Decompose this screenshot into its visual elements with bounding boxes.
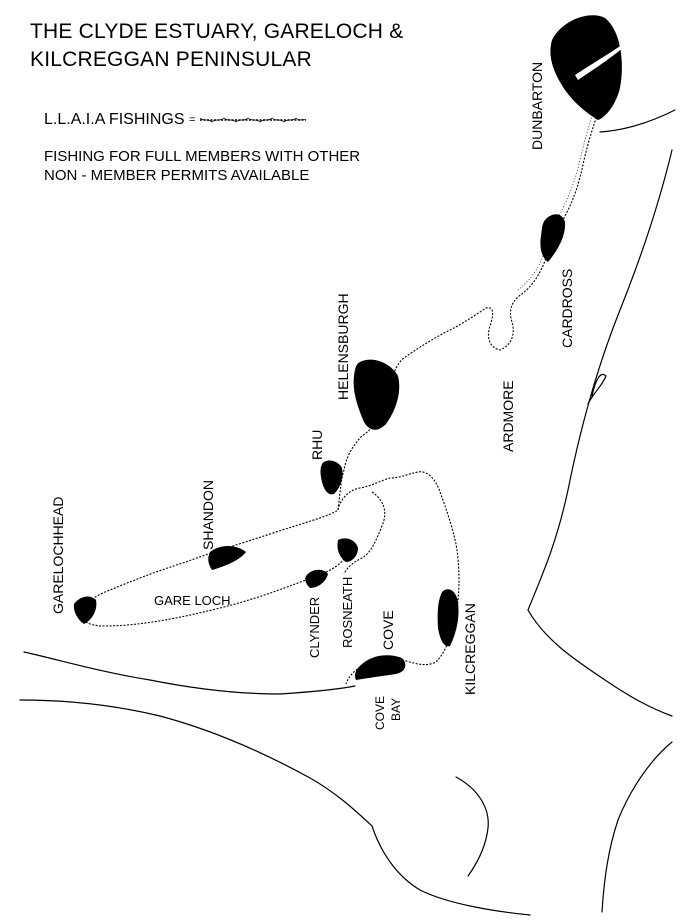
label-gare-loch: GARE LOCH [154,593,231,608]
label-clynder: CLYNDER [307,597,322,658]
note-line1: FISHING FOR FULL MEMBERS WITH OTHER [44,148,361,165]
label-cardross: CARDROSS [559,269,575,348]
river-leven [587,373,607,405]
label-cove-bay-1: COVE [373,696,387,730]
label-cove: COVE [380,610,396,650]
lower-south-coast [19,699,373,827]
shandon-area [208,546,246,570]
renfrew-coast [527,149,673,611]
rosneath-peninsula-fishing [337,471,460,685]
place-labels: DUNBARTON CARDROSS ARDMORE HELENSBURGH R… [50,62,575,730]
label-ardmore: ARDMORE [500,380,516,452]
rosneath-area [337,538,358,562]
dunbarton-area [550,15,622,121]
cardross-area [540,214,566,262]
label-rosneath: ROSNEATH [340,577,355,648]
helensburgh-area [353,359,400,430]
note-line2: NON - MEMBER PERMITS AVAILABLE [44,167,310,184]
map-title-line1: THE CLYDE ESTUARY, GARELOCH & [30,20,404,43]
cumbrae-coast [455,776,489,877]
label-cove-bay-2: BAY [389,698,403,721]
legend-hatch-icon [200,117,307,123]
coastlines [19,109,676,916]
label-garelochhead: GARELOCHHEAD [50,497,66,614]
fishing-areas [73,15,635,680]
label-rhu: RHU [309,430,325,460]
label-kilcreggan: KILCREGGAN [462,603,478,695]
south-shore-outer [23,651,356,695]
legend-label: L.L.A.I.A FISHINGS [44,111,185,128]
label-shandon: SHANDON [200,480,216,550]
legend-symbol: = [188,113,199,126]
legend: L.L.A.I.A FISHINGS = [44,111,308,129]
clynder-area [305,569,328,588]
map-title-line2: KILCREGGAN PENINSULAR [30,48,312,71]
rhu-area [320,460,343,495]
garelochhead-area [73,596,97,624]
bute-coast [371,825,531,916]
gourock-coast [527,609,673,717]
label-helensburgh: HELENSBURGH [335,293,351,400]
kilcreggan-area [437,589,459,647]
east-shore-south [599,109,676,133]
gareloch-east-shore [343,491,386,575]
label-dunbarton: DUNBARTON [529,62,545,150]
inverkip-coast [601,741,673,913]
north-shore-fishing-inner [517,91,601,291]
cove-bay-area [354,655,406,680]
